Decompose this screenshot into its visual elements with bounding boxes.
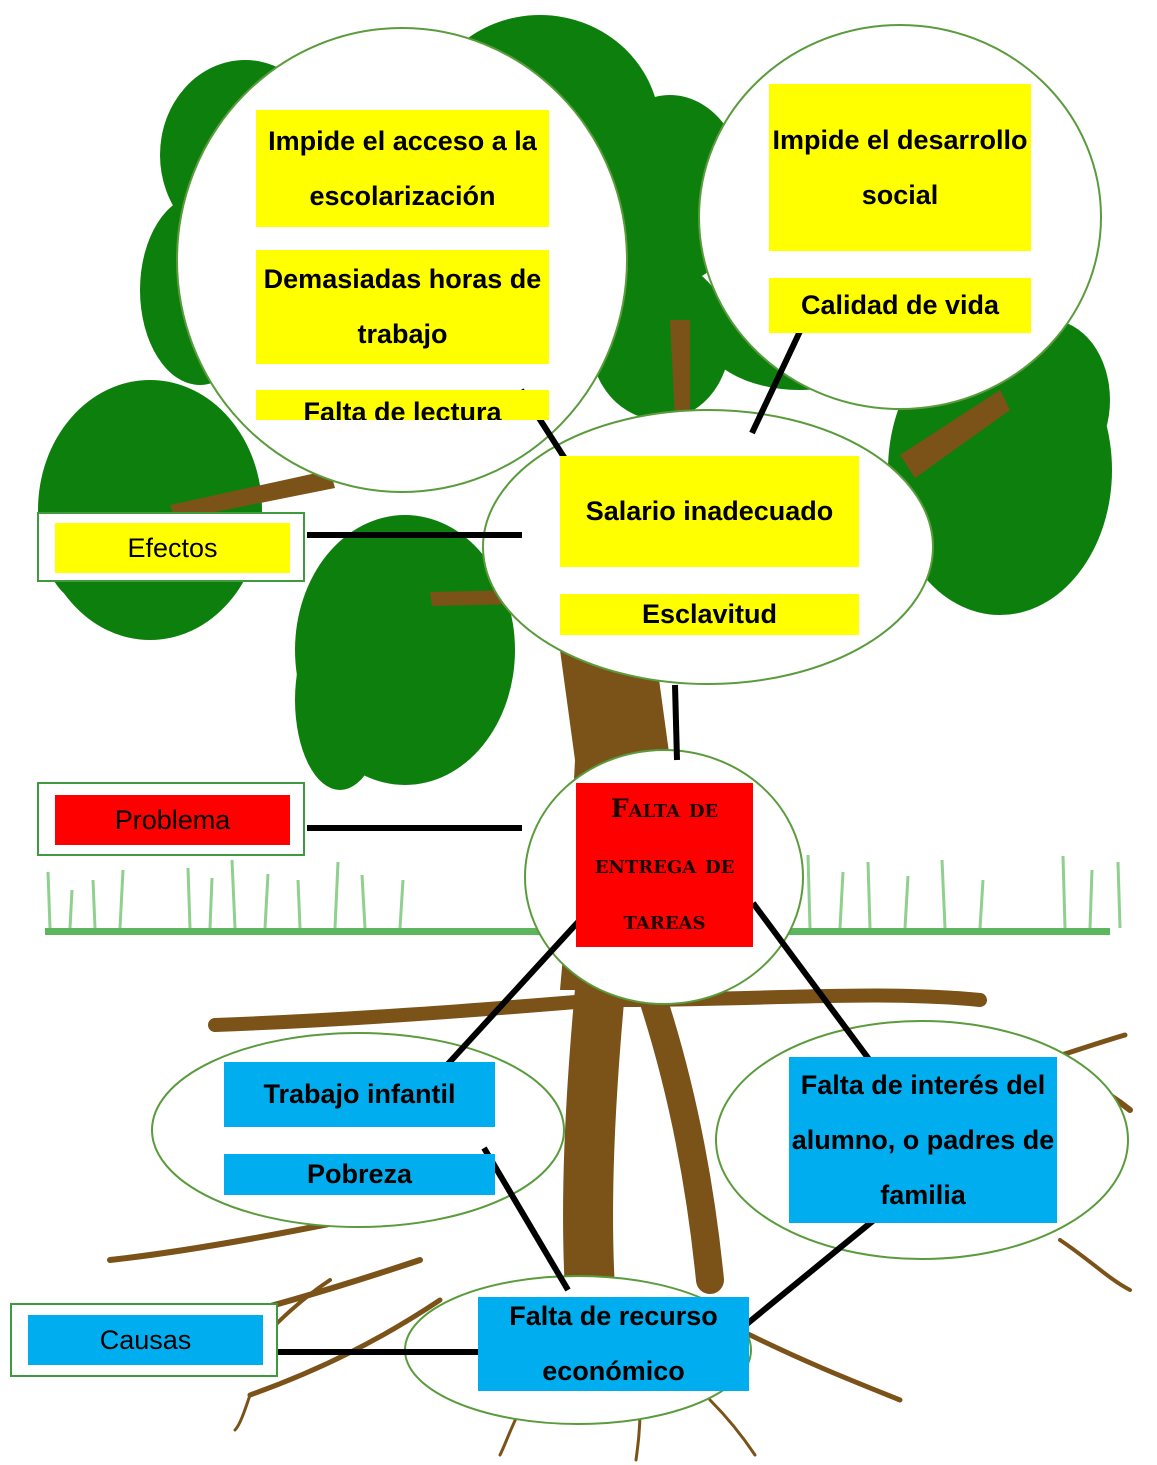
connector-center-to-problem: [672, 684, 680, 761]
connector-problem-to-interest: [750, 901, 877, 1068]
effect-social-development: Impide el desarrollo social: [769, 84, 1031, 251]
effect-slavery: Esclavitud: [560, 594, 859, 635]
effect-quality-of-life: Calidad de vida: [769, 278, 1031, 333]
cause-lack-of-interest: Falta de interés del alumno, o padres de…: [789, 1057, 1057, 1223]
connector-lines: [262, 325, 882, 1355]
legend-effects-label: Efectos: [55, 523, 290, 573]
connector-poverty-to-resources: [481, 1146, 571, 1292]
effect-reading-clip: Falta de lectura: [256, 390, 549, 420]
connector-right-to-center: [749, 325, 805, 435]
effect-work-hours: Demasiadas horas de trabajo: [256, 250, 549, 364]
connector-problem-to-work: [444, 919, 581, 1068]
central-problem: Falta de entrega de tareas: [576, 783, 753, 947]
tree-roots: [107, 965, 1133, 1462]
effect-school-access: Impide el acceso a la escolarización: [256, 110, 549, 227]
legend-causes-label: Causas: [28, 1315, 263, 1365]
cause-child-labor: Trabajo infantil: [224, 1062, 495, 1127]
cause-poverty: Pobreza: [224, 1154, 495, 1195]
connector-interest-to-resources: [735, 1212, 882, 1335]
effect-reading: Falta de lectura: [256, 390, 549, 420]
legend-problem-label: Problema: [55, 795, 290, 845]
cause-economic-resources: Falta de recurso económico: [478, 1297, 749, 1391]
effect-inadequate-salary: Salario inadecuado: [560, 456, 859, 567]
